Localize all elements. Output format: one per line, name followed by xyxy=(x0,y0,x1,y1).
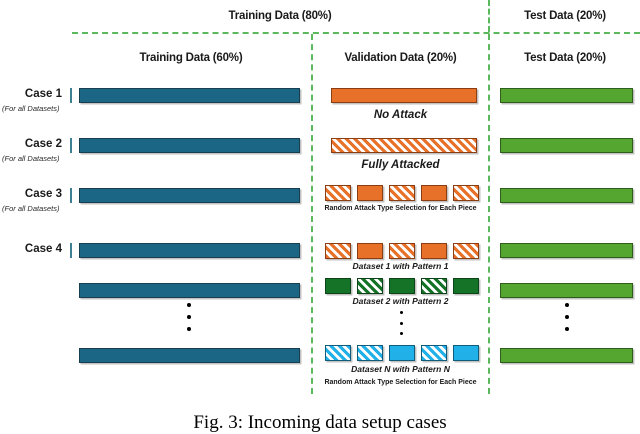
bar-validation-case-4-d1-piece-4 xyxy=(421,243,447,259)
case-label-2: Case 2 xyxy=(24,138,62,150)
bar-validation-case-4-dn-piece-2 xyxy=(357,345,383,361)
bar-validation-case-4-dn-piece-4 xyxy=(421,345,447,361)
column-header-test: Test Data (20%) xyxy=(524,52,606,64)
bar-training-case-4-dataset-1 xyxy=(79,243,300,258)
case-sublabel-1: (For all Datasets) xyxy=(2,104,60,113)
bar-validation-case-4-d1-piece-1 xyxy=(325,243,351,259)
annotation-case-4: Random Attack Type Selection for Each Pi… xyxy=(324,379,477,386)
ellipsis-validation-case-4 xyxy=(399,311,404,335)
bar-validation-case-4-d2-piece-1 xyxy=(325,278,351,294)
annotation-case-1: No Attack xyxy=(373,109,428,121)
bar-validation-case-4-d2-piece-4 xyxy=(421,278,447,294)
bar-validation-case-4-dn-piece-3 xyxy=(389,345,415,361)
bar-training-case-2 xyxy=(79,138,300,153)
divider-vertical-validation-test xyxy=(488,34,490,394)
bar-validation-case-4-d2-piece-5 xyxy=(453,278,479,294)
case-tick-4 xyxy=(70,243,72,258)
bar-validation-case-3-piece-4 xyxy=(421,185,447,201)
annotation-dataset-n: Dataset N with Pattern N xyxy=(351,364,450,374)
annotation-dataset-1: Dataset 1 with Pattern 1 xyxy=(352,261,449,271)
header-test-data-20-top: Test Data (20%) xyxy=(524,10,606,22)
bar-test-case-4-dataset-1 xyxy=(500,243,633,258)
column-header-validation: Validation Data (20%) xyxy=(344,52,457,64)
bar-validation-case-4-d1-piece-5 xyxy=(453,243,479,259)
bar-training-case-4-dataset-n xyxy=(79,348,300,363)
case-tick-1 xyxy=(70,88,72,103)
figure-caption: Fig. 3: Incoming data setup cases xyxy=(193,412,447,433)
ellipsis-test-case-4 xyxy=(564,303,570,331)
bar-validation-case-1 xyxy=(331,88,477,103)
annotation-case-3: Random Attack Type Selection for Each Pi… xyxy=(324,205,477,212)
bar-validation-case-3-piece-1 xyxy=(325,185,351,201)
divider-vertical-test-top xyxy=(488,0,490,32)
case-sublabel-2: (For all Datasets) xyxy=(2,154,60,163)
bar-validation-case-4-d1-piece-3 xyxy=(389,243,415,259)
bar-test-case-1 xyxy=(500,88,633,103)
bar-test-case-2 xyxy=(500,138,633,153)
bar-test-case-4-dataset-2 xyxy=(500,283,633,298)
bar-validation-case-3-piece-3 xyxy=(389,185,415,201)
annotation-dataset-2: Dataset 2 with Pattern 2 xyxy=(352,296,449,306)
bar-validation-case-4-dn-piece-5 xyxy=(453,345,479,361)
case-tick-3 xyxy=(70,188,72,203)
case-tick-2 xyxy=(70,138,72,153)
bar-test-case-3 xyxy=(500,188,633,203)
header-training-data-80: Training Data (80%) xyxy=(228,10,332,22)
bar-training-case-1 xyxy=(79,88,300,103)
divider-horizontal-top xyxy=(72,32,640,34)
divider-vertical-training-validation xyxy=(311,34,313,394)
ellipsis-training-case-4 xyxy=(186,303,192,331)
bar-validation-case-4-d2-piece-2 xyxy=(357,278,383,294)
bar-validation-case-4-d1-piece-2 xyxy=(357,243,383,259)
bar-test-case-4-dataset-n xyxy=(500,348,633,363)
case-label-1: Case 1 xyxy=(24,88,62,100)
bar-validation-case-4-d2-piece-3 xyxy=(389,278,415,294)
bar-training-case-3 xyxy=(79,188,300,203)
bar-validation-case-3-piece-2 xyxy=(357,185,383,201)
bar-validation-case-4-dn-piece-1 xyxy=(325,345,351,361)
case-label-3: Case 3 xyxy=(24,188,62,200)
bar-validation-case-2 xyxy=(331,138,477,153)
case-label-4: Case 4 xyxy=(24,243,62,255)
bar-training-case-4-dataset-2 xyxy=(79,283,300,298)
column-header-training: Training Data (60%) xyxy=(139,52,243,64)
case-sublabel-3: (For all Datasets) xyxy=(2,204,60,213)
annotation-case-2: Fully Attacked xyxy=(361,159,440,171)
bar-validation-case-3-piece-5 xyxy=(453,185,479,201)
